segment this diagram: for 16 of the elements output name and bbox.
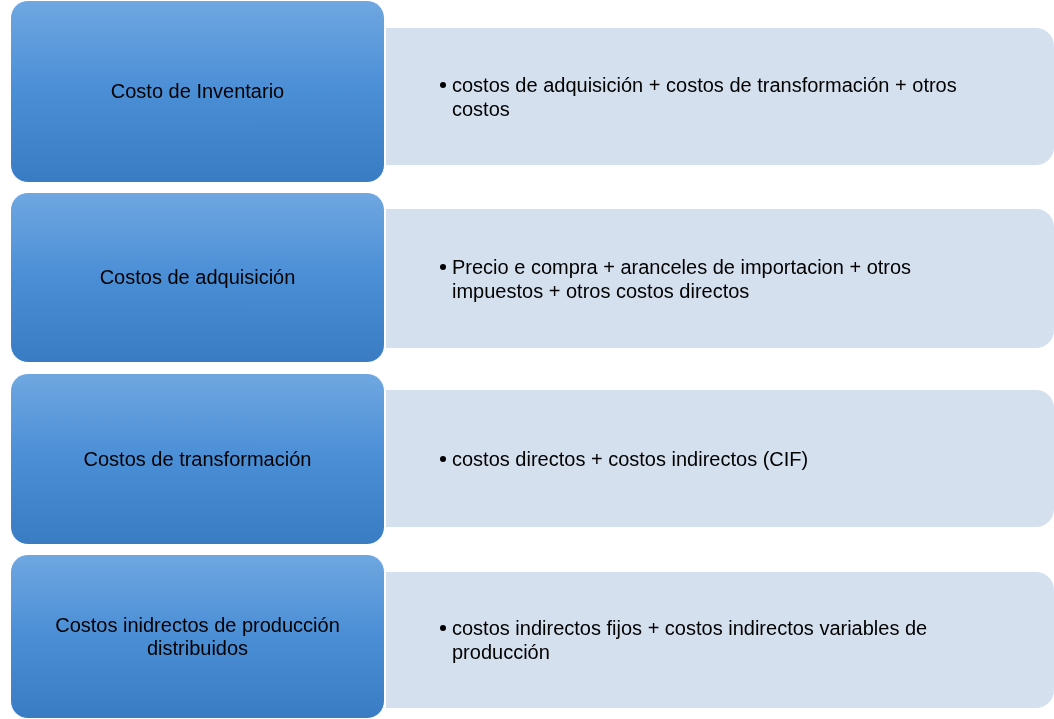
category-box <box>10 554 385 719</box>
category-box <box>10 0 385 183</box>
description-panel <box>386 209 1054 348</box>
description-text: costos indirectos fijos + costos indirectos variables de producción <box>452 616 929 664</box>
description-panel <box>386 28 1054 165</box>
category-title: Costos de adquisición <box>99 266 296 289</box>
description-text: costos directos + costos indirectos (CIF) <box>452 446 809 471</box>
description-text: Precio e compra + aranceles de importacion + otros impuestos + otros costos directos <box>452 254 913 303</box>
category-title: Costos inidrectos de producción distribuidos <box>54 613 341 660</box>
description-panel <box>386 390 1054 527</box>
category-title: Costo de Inventario <box>110 80 285 103</box>
description-text: costos de adquisición + costos de transformación + otros costos <box>452 72 958 121</box>
description-panel <box>386 572 1054 708</box>
category-box <box>10 373 385 545</box>
category-title: Costos de transformación <box>83 447 312 471</box>
category-box <box>10 192 385 363</box>
